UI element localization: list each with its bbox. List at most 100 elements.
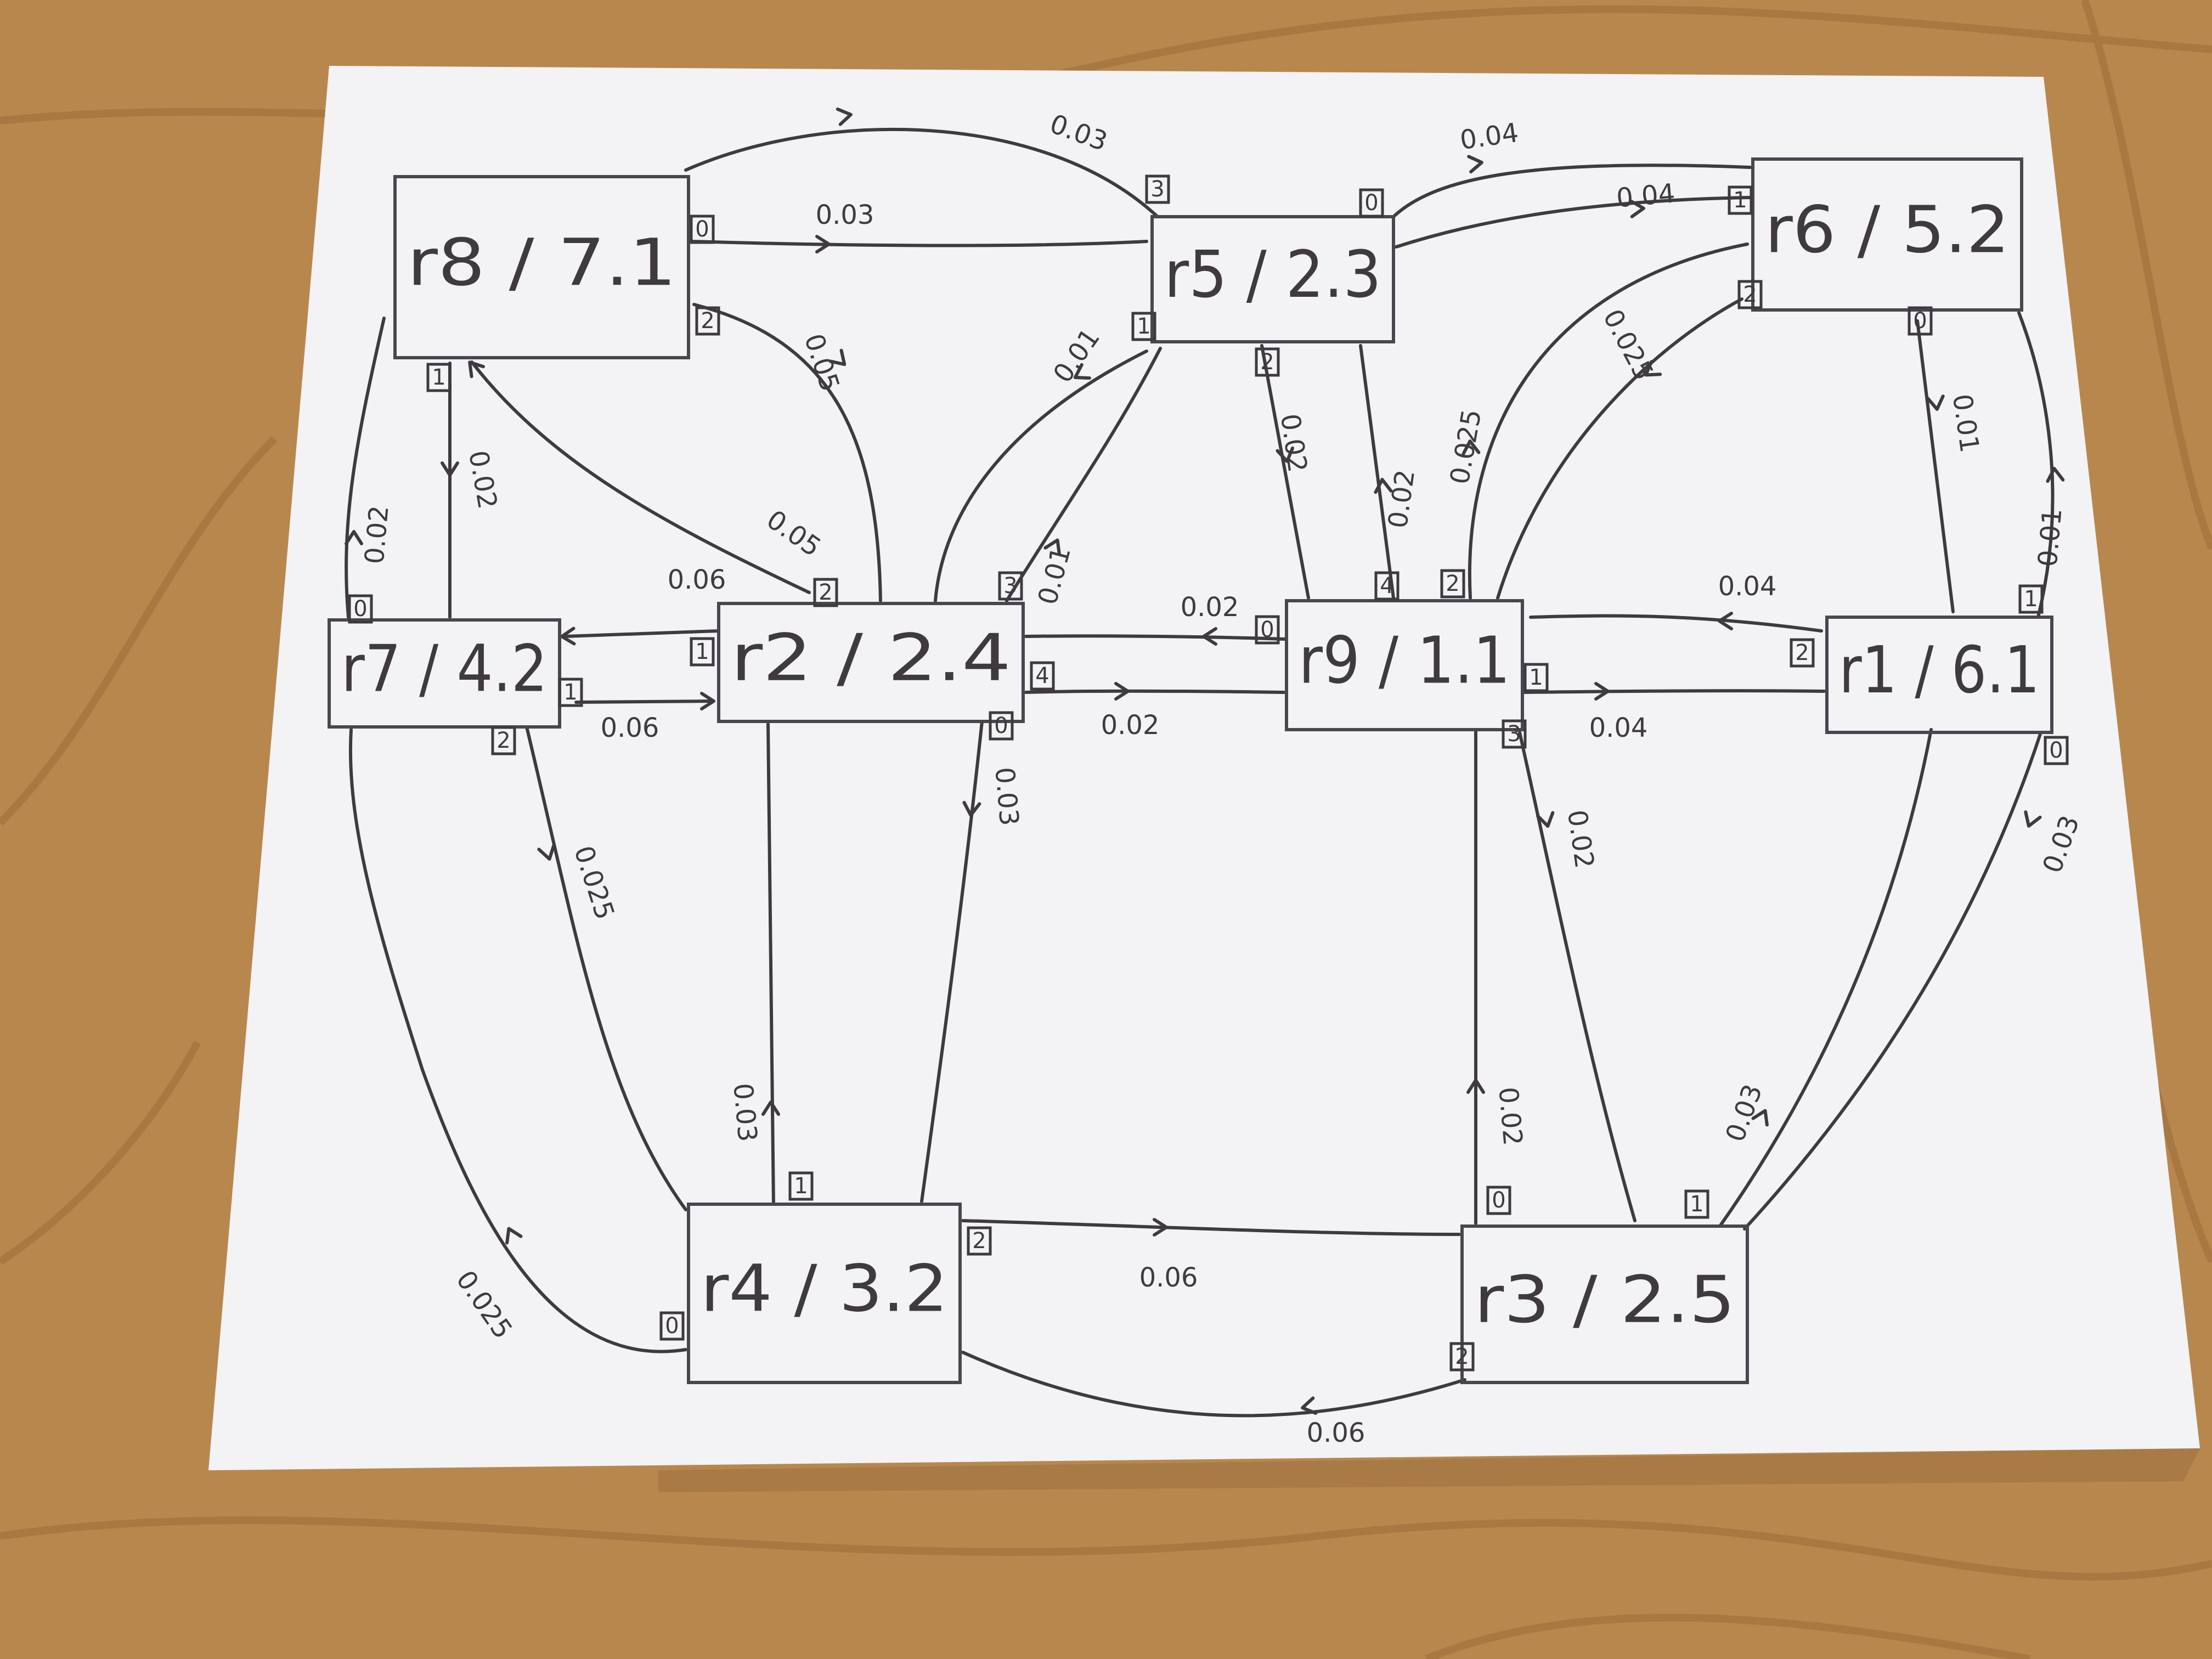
port-label: 4 [1035, 663, 1049, 689]
port-r6-2: 2 [1737, 280, 1763, 309]
port-box [1737, 280, 1763, 309]
edge-arrowhead [2024, 810, 2042, 828]
port-r9-2: 2 [1440, 569, 1465, 599]
edge-r9-r6 [1468, 242, 1749, 600]
port-label: 0 [353, 596, 367, 622]
node-r1: r1 / 6.1 [1825, 616, 2053, 734]
node-label-r4: r4 / 3.2 [701, 1251, 948, 1327]
edge-weight-r3-r4: 0.06 [1307, 1418, 1365, 1448]
node-r9: r9 / 1.1 [1285, 599, 1524, 731]
port-box [1502, 719, 1527, 749]
edge-weight-r6-r5: 0.04 [1615, 178, 1676, 213]
port-box [1790, 638, 1815, 668]
edge-r4-r7 [348, 728, 687, 1353]
node-box-r1 [1825, 616, 2053, 734]
port-label: 2 [1455, 1344, 1469, 1369]
port-label: 1 [1733, 188, 1747, 213]
port-r2-0: 0 [989, 711, 1014, 741]
node-label-r8: r8 / 7.1 [407, 224, 676, 300]
port-r2-4: 4 [1030, 661, 1055, 691]
port-r5-3: 3 [1145, 174, 1170, 204]
port-box [2018, 584, 2044, 614]
edge-r2-r8 [470, 360, 811, 594]
port-r4-1: 1 [788, 1171, 814, 1201]
edge-weight-r7-r8: 0.02 [359, 504, 394, 565]
node-r8: r8 / 7.1 [393, 175, 690, 359]
edge-arrowhead [1276, 446, 1295, 463]
edge-arrowhead [761, 1101, 780, 1116]
port-r1-1: 1 [2018, 584, 2044, 614]
edge-arrowhead [1073, 363, 1091, 380]
port-label: 1 [1690, 1192, 1703, 1217]
port-box [1684, 1189, 1709, 1219]
port-label: 0 [665, 1313, 679, 1339]
edge-weight-r2-r9: 0.02 [1101, 710, 1160, 741]
edge-weight-r2-r4: 0.03 [989, 766, 1024, 827]
port-r5-1: 1 [1131, 312, 1156, 341]
port-label: 0 [695, 217, 709, 242]
edge-weight-r9-r2: 0.02 [1181, 592, 1239, 623]
port-r6-1: 1 [1728, 185, 1753, 215]
edge-weight-r4-r3: 0.06 [1139, 1262, 1198, 1293]
port-box [2044, 736, 2069, 765]
port-r8-0: 0 [690, 215, 715, 244]
edge-weight-r8-r5: 0.03 [816, 200, 874, 230]
edge-r5-r9 [1260, 344, 1310, 600]
port-box [788, 1171, 814, 1201]
port-label: 2 [1743, 282, 1757, 307]
port-r1-0: 0 [2044, 736, 2069, 765]
port-r9-3: 3 [1502, 719, 1527, 749]
port-box [1523, 663, 1549, 692]
edge-r3-r1 [1718, 728, 1933, 1228]
port-box [1359, 188, 1384, 218]
port-label: 1 [794, 1173, 808, 1199]
node-r2: r2 / 2.4 [717, 602, 1025, 723]
port-box [1908, 306, 1933, 336]
edge-arrowhead [1466, 1079, 1485, 1094]
edge-arrowhead [2046, 467, 2065, 483]
edge-r7-r8 [345, 317, 386, 619]
edge-arrowhead [1718, 612, 1733, 630]
edge-arrowhead [815, 235, 831, 253]
port-r7-1: 1 [558, 678, 583, 707]
node-label-r2: r2 / 2.4 [731, 620, 1011, 696]
edge-r7-r4 [525, 725, 687, 1211]
edge-weight-r1-r6: 0.01 [2032, 507, 2068, 568]
port-label: 2 [701, 308, 714, 334]
port-box [426, 363, 452, 392]
port-r9-4: 4 [1374, 571, 1400, 601]
edge-arrowhead [1374, 478, 1393, 494]
edge-arrowhead [468, 360, 486, 379]
edge-arrowhead [1629, 199, 1645, 218]
edge-r5-r2 [934, 349, 1148, 602]
edge-arrowhead [1926, 394, 1945, 411]
edge-arrowhead [700, 692, 715, 710]
edge-arrowhead [441, 461, 459, 477]
edge-arrowhead [1043, 538, 1061, 556]
edge-weight-r3-r9: 0.02 [1492, 1086, 1528, 1147]
port-box [690, 637, 715, 667]
port-r3-1: 1 [1684, 1189, 1709, 1219]
edge-arrowhead [1536, 811, 1555, 828]
edge-weight-r9-r1: 0.04 [1589, 713, 1648, 743]
edge-weight-r4-r2: 0.03 [727, 1082, 763, 1143]
edge-r5-r6 [1392, 163, 1752, 218]
edge-r2-r5 [1005, 347, 1162, 602]
port-box [1440, 569, 1465, 599]
edge-weight-r1-r9: 0.04 [1718, 571, 1777, 602]
port-label: 1 [563, 680, 577, 705]
port-label: 0 [994, 713, 1008, 738]
edge-r1-r9 [1529, 614, 1823, 633]
edge-arrowhead [1467, 155, 1483, 174]
port-box [1255, 347, 1280, 377]
edge-r2-r7 [563, 629, 720, 638]
port-label: 0 [2049, 738, 2063, 763]
port-box [1449, 1342, 1475, 1372]
edge-r4-r3 [961, 1219, 1461, 1236]
port-label: 2 [1260, 349, 1274, 375]
edge-arrowhead [560, 627, 576, 646]
port-label: 3 [1003, 573, 1017, 599]
edge-r8-r5 [690, 240, 1148, 247]
edge-arrowhead [962, 800, 981, 817]
port-label: 2 [1795, 640, 1809, 665]
